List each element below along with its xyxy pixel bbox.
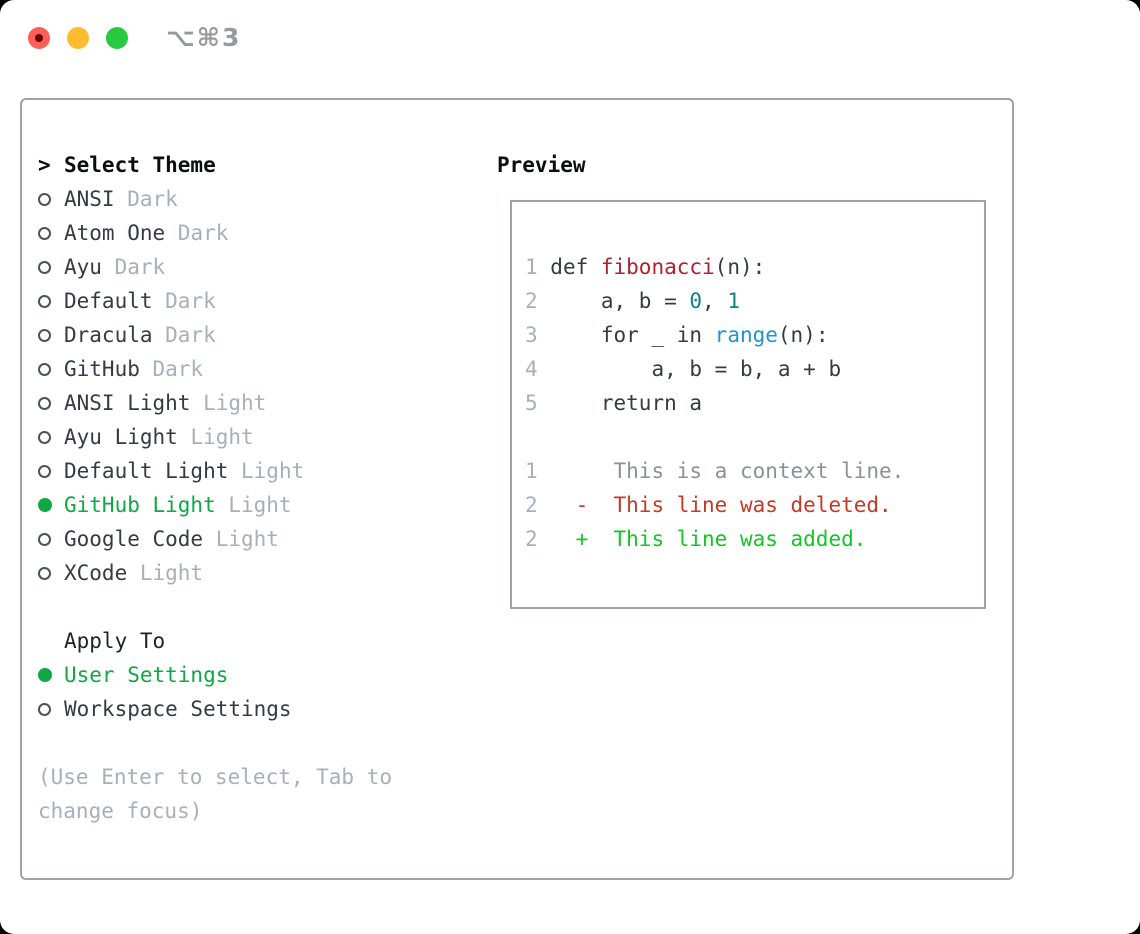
variant-label: Light (215, 493, 292, 517)
theme-option[interactable]: Dracula Dark (38, 318, 304, 352)
variant-label: Light (127, 561, 204, 585)
line-number: 2 (525, 527, 551, 551)
minimize-button[interactable] (67, 27, 89, 49)
theme-option[interactable]: Google Code Light (38, 522, 304, 556)
code-line: 3 for _ in range(n): (525, 323, 829, 347)
apply-to-option[interactable]: User Settings (38, 658, 292, 692)
apply-to-header: Apply To (64, 629, 166, 653)
radio-icon (38, 396, 51, 410)
theme-option[interactable]: ANSI Dark (38, 182, 304, 216)
radio-selected-icon (38, 668, 52, 682)
theme-option[interactable]: Ayu Dark (38, 250, 304, 284)
line-number: 4 (525, 357, 551, 381)
option-label: Dracula (64, 323, 153, 347)
variant-label: Dark (165, 221, 229, 245)
select-theme-header: > Select Theme (38, 148, 304, 182)
code-line: 2 - This line was deleted. (525, 493, 892, 517)
option-label: Default (64, 289, 153, 313)
code-line: 1 def fibonacci(n): (525, 255, 766, 279)
hint-line-2: change focus) (38, 799, 203, 823)
line-number: 1 (525, 459, 551, 483)
code-line: 4 a, b = b, a + b (525, 357, 842, 381)
radio-icon (38, 430, 51, 444)
preview-header: Preview (497, 153, 586, 177)
option-label: GitHub Light (64, 493, 216, 517)
radio-icon (38, 464, 51, 478)
prompt-icon: > (38, 153, 51, 177)
line-number: 2 (525, 493, 551, 517)
option-label: ANSI Light (64, 391, 191, 415)
variant-label: Dark (152, 289, 216, 313)
variant-label: Light (203, 527, 279, 551)
option-label: XCode (64, 561, 128, 585)
variant-label: Light (228, 459, 305, 483)
option-label: Google Code (64, 527, 204, 551)
radio-icon (38, 294, 51, 308)
radio-selected-icon (38, 498, 52, 512)
option-label: Workspace Settings (64, 697, 292, 721)
radio-icon (38, 226, 51, 240)
code-line: 5 return a (525, 391, 703, 415)
option-label: Default Light (64, 459, 229, 483)
radio-icon (38, 328, 51, 342)
theme-option[interactable]: Default Dark (38, 284, 304, 318)
variant-label: Dark (139, 357, 204, 381)
apply-to-option[interactable]: Workspace Settings (38, 692, 292, 726)
variant-label: Light (190, 391, 267, 415)
theme-option[interactable]: Ayu Light Light (38, 420, 304, 454)
code-line: 2 a, b = 0, 1 (525, 289, 740, 313)
code-line: 1 This is a context line. (525, 459, 905, 483)
radio-icon (38, 192, 51, 206)
line-number: 1 (525, 255, 551, 279)
theme-option[interactable]: ANSI Light Light (38, 386, 304, 420)
variant-label: Light (177, 425, 254, 449)
variant-label: Dark (101, 255, 166, 279)
zoom-button[interactable] (106, 27, 128, 49)
option-label: Ayu (64, 255, 102, 279)
radio-icon (38, 702, 51, 716)
preview-lines: 1 def fibonacci(n): 2 a, b = 0, 1 3 for _ … (525, 250, 904, 556)
radio-icon (38, 260, 51, 274)
option-label: Ayu Light (64, 425, 178, 449)
line-number: 2 (525, 289, 551, 313)
hint-line-1: (Use Enter to select, Tab to (38, 765, 393, 789)
hint-text: (Use Enter to select, Tab to change focus… (38, 760, 392, 828)
theme-option[interactable]: XCode Light (38, 556, 304, 590)
option-label: Atom One (64, 221, 166, 245)
close-button[interactable] (28, 27, 50, 49)
option-label: ANSI (64, 187, 115, 211)
theme-option[interactable]: Default Light Light (38, 454, 304, 488)
theme-option[interactable]: GitHub Light Light (38, 488, 304, 522)
option-label: User Settings (64, 663, 229, 687)
radio-icon (38, 362, 51, 376)
radio-icon (38, 532, 51, 546)
option-label: GitHub (64, 357, 140, 381)
theme-option[interactable]: Atom One Dark (38, 216, 304, 250)
theme-option[interactable]: GitHub Dark (38, 352, 304, 386)
code-line: 2 + This line was added. (525, 527, 867, 551)
line-number: 5 (525, 391, 551, 415)
line-number: 3 (525, 323, 551, 347)
variant-label: Dark (152, 323, 216, 347)
select-theme-title: Select Theme (64, 153, 216, 177)
variant-label: Dark (114, 187, 178, 211)
preview-box: 1 def fibonacci(n): 2 a, b = 0, 1 3 for _ … (510, 200, 986, 609)
window-title: ⌥⌘3 (166, 23, 242, 52)
code-line (525, 420, 904, 454)
radio-icon (38, 566, 51, 580)
